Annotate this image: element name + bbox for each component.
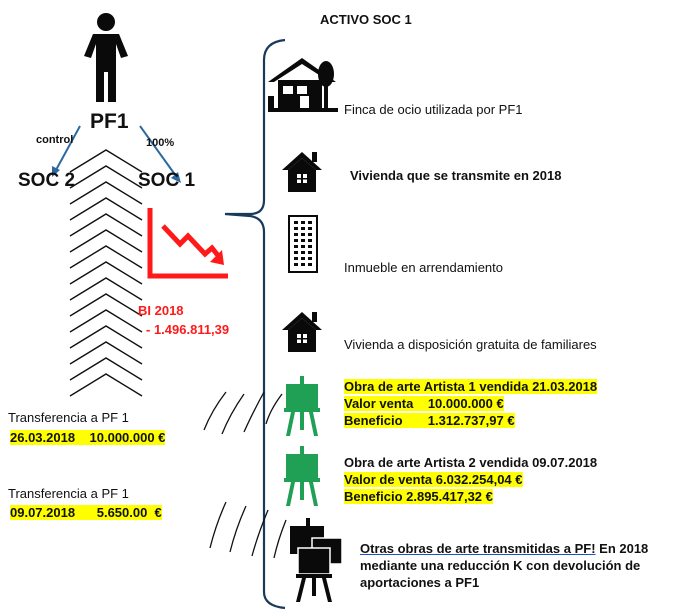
chevron — [69, 341, 143, 365]
art2-block: Obra de arte Artista 2 vendida 09.07.201… — [344, 454, 597, 505]
chevron — [69, 373, 143, 397]
chevron — [69, 325, 143, 349]
control-arrowhead — [52, 166, 60, 177]
building-icon — [288, 215, 318, 273]
percent-arrowhead — [171, 172, 181, 183]
percent-label: 100% — [146, 137, 175, 149]
asset-label: Inmueble en arrendamiento — [344, 260, 503, 275]
art2-title: Obra de arte Artista 2 vendida 09.07.201… — [344, 455, 598, 470]
easel-icon — [284, 446, 320, 506]
chevron — [69, 229, 143, 253]
art1-value: Valor venta 10.000.000 € — [344, 396, 504, 411]
transfer-strokes — [203, 391, 287, 559]
asset-bracket — [224, 38, 286, 610]
chevron — [69, 181, 143, 205]
art1-block: Obra de arte Artista 1 vendida 21.03.201… — [344, 378, 598, 429]
asset-label: Finca de ocio utilizada por PF1 — [344, 102, 523, 117]
chevron — [69, 245, 143, 269]
house-icon — [282, 152, 322, 192]
chevron — [69, 357, 143, 381]
house-icon — [282, 312, 322, 352]
house-tree-icon — [268, 58, 338, 112]
chevron-stack — [69, 149, 143, 397]
art3-line2: mediante una reducción K con devolución … — [360, 558, 641, 573]
person-icon — [84, 13, 128, 102]
chevron — [69, 261, 143, 285]
art1-profit: Beneficio 1.312.737,97 € — [344, 413, 515, 428]
page-title: ACTIVO SOC 1 — [320, 12, 412, 27]
chevron — [69, 197, 143, 221]
chevron — [69, 277, 143, 301]
chevron — [69, 149, 143, 173]
stacked-easels-icon — [290, 518, 343, 602]
transfer2-label: Transferencia a PF 1 — [8, 486, 129, 501]
asset-label: Vivienda que se transmite en 2018 — [350, 168, 562, 183]
chevron — [69, 165, 143, 189]
art2-value: Valor de venta 6.032.254,04 € — [344, 472, 523, 487]
art2-profit: Beneficio 2.895.417,32 € — [344, 489, 493, 504]
transfer1-label: Transferencia a PF 1 — [8, 410, 129, 425]
art3-block: Otras obras de arte transmitidas a PF! E… — [360, 540, 696, 591]
loss-chart-icon — [147, 208, 228, 279]
bi-year: BI 2018 — [138, 303, 184, 318]
easel-icon — [284, 376, 320, 436]
asset-label: Vivienda a disposición gratuita de famil… — [344, 337, 597, 352]
art3-title: Otras obras de arte transmitidas a PF! — [360, 541, 596, 556]
transfer2-value: 09.07.2018 5.650.00 € — [10, 505, 162, 520]
art3-line3: aportaciones a PF1 — [360, 575, 480, 590]
transfer1-value: 26.03.2018 10.000.000 € — [10, 430, 166, 445]
chevron — [69, 309, 143, 333]
chevron — [69, 293, 143, 317]
bi-value: - 1.496.811,39 — [146, 322, 230, 337]
art1-title: Obra de arte Artista 1 vendida 21.03.201… — [344, 379, 598, 394]
control-label: control — [36, 134, 74, 146]
percent-edge — [139, 125, 177, 177]
soc1-label: SOC 1 — [138, 170, 196, 191]
soc2-label: SOC 2 — [18, 170, 76, 191]
control-edge — [55, 125, 81, 171]
chevron — [69, 213, 143, 237]
pf1-label: PF1 — [90, 110, 129, 133]
art3-year: En 2018 — [595, 541, 649, 556]
